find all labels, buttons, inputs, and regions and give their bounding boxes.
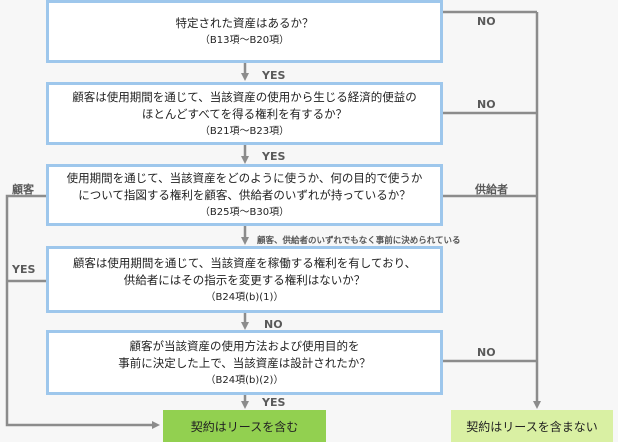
- result-no-lease: 契約はリースを含まない: [451, 410, 613, 442]
- step-ref: （B24項(b)(2)）: [205, 374, 284, 386]
- decision-identified-asset: 特定された資産はあるか？ （B13項～B20項）: [46, 0, 443, 63]
- yes-label-2: YES: [262, 150, 286, 163]
- step-ref: （B25項～B30項）: [199, 207, 290, 218]
- decision-economic-benefits: 顧客は使用期間を通じて、当該資産の使用から生じる経済的便益の ほとんどすべてを得…: [46, 82, 443, 145]
- no-label-step4: NO: [264, 318, 283, 331]
- no-label-step2: NO: [477, 98, 496, 111]
- step-text-line1: 顧客は使用期間を通じて、当該資産を稼働する権利を有しており、: [72, 255, 417, 270]
- step-text: 特定された資産はあるか？: [175, 16, 314, 30]
- step-ref: （B24項(b)(1)）: [205, 291, 284, 303]
- step-ref: （B21項～B23項）: [199, 125, 290, 137]
- neither-party-note: 顧客、供給者のいずれでもなく事前に決められている: [257, 236, 461, 246]
- no-label-step5: NO: [477, 346, 496, 359]
- customer-label: 顧客: [12, 183, 34, 196]
- result-contains-lease: 契約はリースを含む: [163, 410, 326, 442]
- no-label-step1: NO: [477, 15, 496, 28]
- yes-label-5: YES: [262, 396, 286, 409]
- step-text-line1: 使用期間を通じて、当該資産をどのように使うか、何の目的で使うか: [66, 171, 423, 185]
- yes-label-step4: YES: [12, 263, 36, 276]
- step-text-line1: 顧客は使用期間を通じて、当該資産の使用から生じる経済的便益の: [72, 89, 417, 104]
- step-text-line2: 供給者にはその指示を変更する権利はないか？: [123, 272, 366, 287]
- customer-path-line: [5, 194, 160, 429]
- decision-right-to-operate: 顧客は使用期間を通じて、当該資産を稼働する権利を有しており、 供給者にはその指示…: [46, 246, 443, 313]
- step-ref: （B13項～B20項）: [199, 35, 290, 46]
- yes-label-1: YES: [262, 69, 286, 82]
- step-text-line2: ほとんどすべてを得る権利を有するか？: [141, 106, 348, 121]
- step-text-line2: 事前に決定した上で、当該資産は設計されたか？: [118, 355, 371, 370]
- step-text-line2: について指図する権利を顧客、供給者のいずれが持っているか？: [78, 188, 411, 202]
- supplier-label: 供給者: [475, 183, 508, 196]
- step-text-line1: 顧客が当該資産の使用方法および使用目的を: [129, 338, 360, 353]
- decision-asset-designed: 顧客が当該資産の使用方法および使用目的を 事前に決定した上で、当該資産は設計され…: [46, 330, 443, 395]
- decision-right-to-direct: 使用期間を通じて、当該資産をどのように使うか、何の目的で使うか について指図する…: [46, 164, 443, 226]
